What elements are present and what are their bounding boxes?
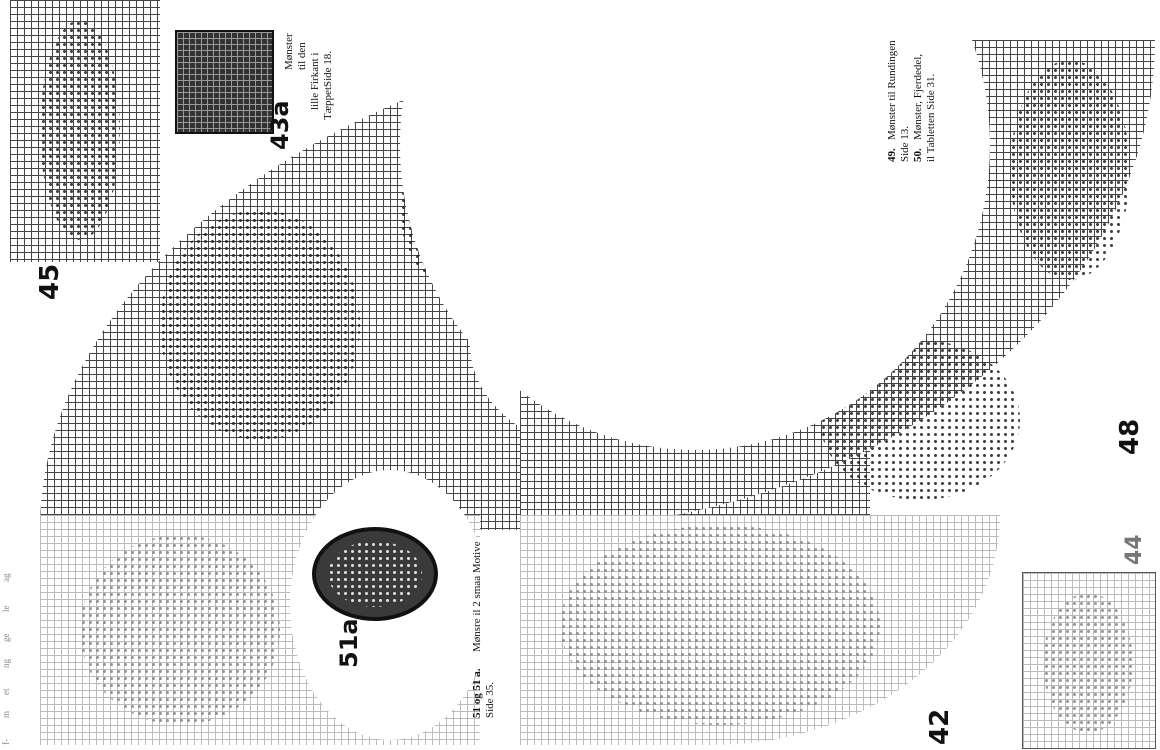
figure-number-42: 42 — [925, 709, 955, 745]
pattern-47-motif-a — [160, 210, 360, 440]
pattern-45 — [10, 0, 160, 262]
pattern-42-motif — [560, 525, 880, 725]
pattern-43a — [175, 30, 274, 134]
caption-50-text2: il Tabletten Side 31. — [925, 74, 937, 162]
edge-fragment-4: ng — [0, 659, 12, 668]
caption-49-text2: Side 13. — [899, 126, 911, 162]
caption-51-num: 51 og 51 a. — [471, 669, 483, 719]
edge-fragment-3: ge — [0, 634, 12, 643]
caption-43a-line2: til den — [296, 42, 308, 70]
caption-49-num: 49. — [886, 148, 898, 162]
edge-fragment-6: m — [0, 711, 12, 718]
figure-number-48: 48 — [1115, 419, 1145, 455]
pattern-44 — [1022, 572, 1156, 749]
pattern-48-motif-a — [1010, 60, 1130, 280]
pattern-51a-oval — [312, 527, 438, 621]
caption-43a-line1: Mønster — [283, 33, 295, 70]
pattern-44-motif — [1043, 593, 1133, 733]
caption-51-text: Mønsre il 2 smaa Motive — [471, 541, 483, 652]
caption-51-text2: Side 35. — [484, 682, 496, 718]
figure-number-43a: 43a — [266, 100, 294, 150]
edge-fragment-1: ag — [0, 574, 12, 583]
caption-50-num: 50. — [912, 148, 924, 162]
edge-fragment-2: le — [0, 606, 12, 613]
figure-number-45: 45 — [35, 264, 65, 300]
figure-number-44: 44 — [1122, 534, 1147, 565]
figure-number-51a: 51a — [335, 618, 363, 668]
caption-49-text: Mønster til Rundingen — [886, 40, 898, 140]
caption-50-text: Mønster, Fjerdedel, — [912, 54, 924, 140]
edge-fragment-7: f- — [0, 739, 12, 745]
caption-43a-line3: lille Firkant i — [309, 53, 321, 110]
edge-fragment-5: et — [0, 689, 12, 696]
pattern-45-motif — [40, 20, 120, 240]
caption-43a-line4: TæppetSide 18. — [322, 51, 334, 120]
pattern-51-motif — [80, 535, 280, 725]
